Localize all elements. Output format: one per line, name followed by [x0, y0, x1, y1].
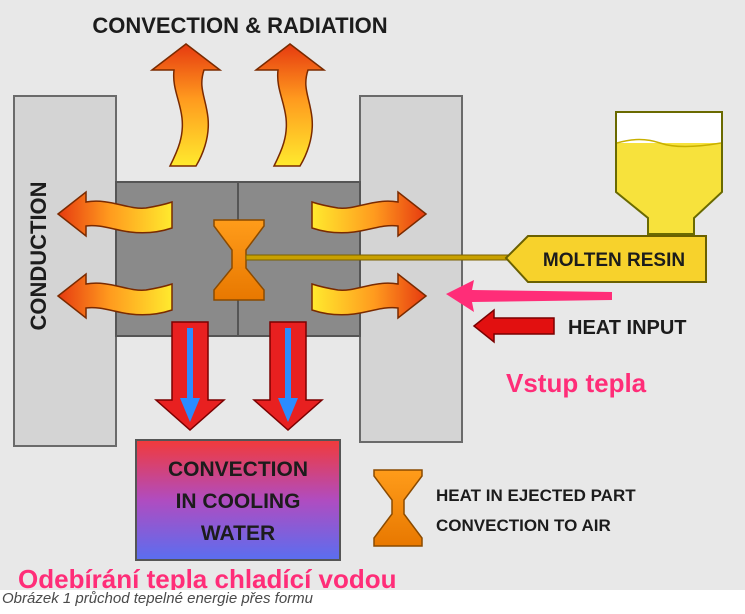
heat-input-label: HEAT INPUT	[568, 317, 687, 339]
coolant-arrow-right	[252, 321, 324, 432]
coolant-arrow-left	[154, 321, 226, 432]
resin-runner	[245, 254, 519, 261]
heat-input-annotation: Vstup tepla	[506, 368, 647, 398]
molten-resin-label: MOLTEN RESIN	[543, 250, 685, 271]
legend-part-icon	[373, 469, 423, 547]
cooling-water-line-2: IN COOLING	[176, 490, 301, 513]
hopper-top-empty	[617, 113, 721, 143]
figure-caption: Obrázek 1 průchod tepelné energie přes f…	[2, 590, 314, 607]
ejected-part-line-1: HEAT IN EJECTED PART	[436, 486, 636, 505]
heat-flow-diagram: CONVECTION & RADIATION CONDUCTION MOLTEN…	[0, 0, 745, 590]
conduction-arrow-lower-left	[56, 272, 173, 320]
resin-surface	[616, 138, 722, 148]
cooling-water-line-1: CONVECTION	[168, 458, 308, 481]
conduction-label: CONDUCTION	[26, 181, 51, 330]
ejected-part-line-2: CONVECTION TO AIR	[436, 516, 611, 535]
conduction-arrow-upper-right	[311, 190, 428, 238]
conduction-arrow-upper-left	[56, 190, 173, 238]
heat-input-annotation-arrow	[446, 280, 612, 312]
conduction-arrow-lower-right	[311, 272, 428, 320]
right-platen	[359, 95, 463, 443]
up-arrow-right	[253, 43, 327, 167]
cooling-water-line-3: WATER	[201, 522, 275, 545]
up-arrow-left	[149, 43, 223, 167]
molded-part	[213, 219, 265, 301]
left-platen	[13, 95, 117, 447]
convection-radiation-title: CONVECTION & RADIATION	[92, 13, 387, 38]
cooling-water-box	[135, 439, 341, 561]
molten-resin-nozzle	[504, 235, 707, 283]
heat-input-arrow	[472, 308, 555, 344]
cooling-removal-annotation: Odebírání tepla chladící vodou	[18, 564, 397, 590]
